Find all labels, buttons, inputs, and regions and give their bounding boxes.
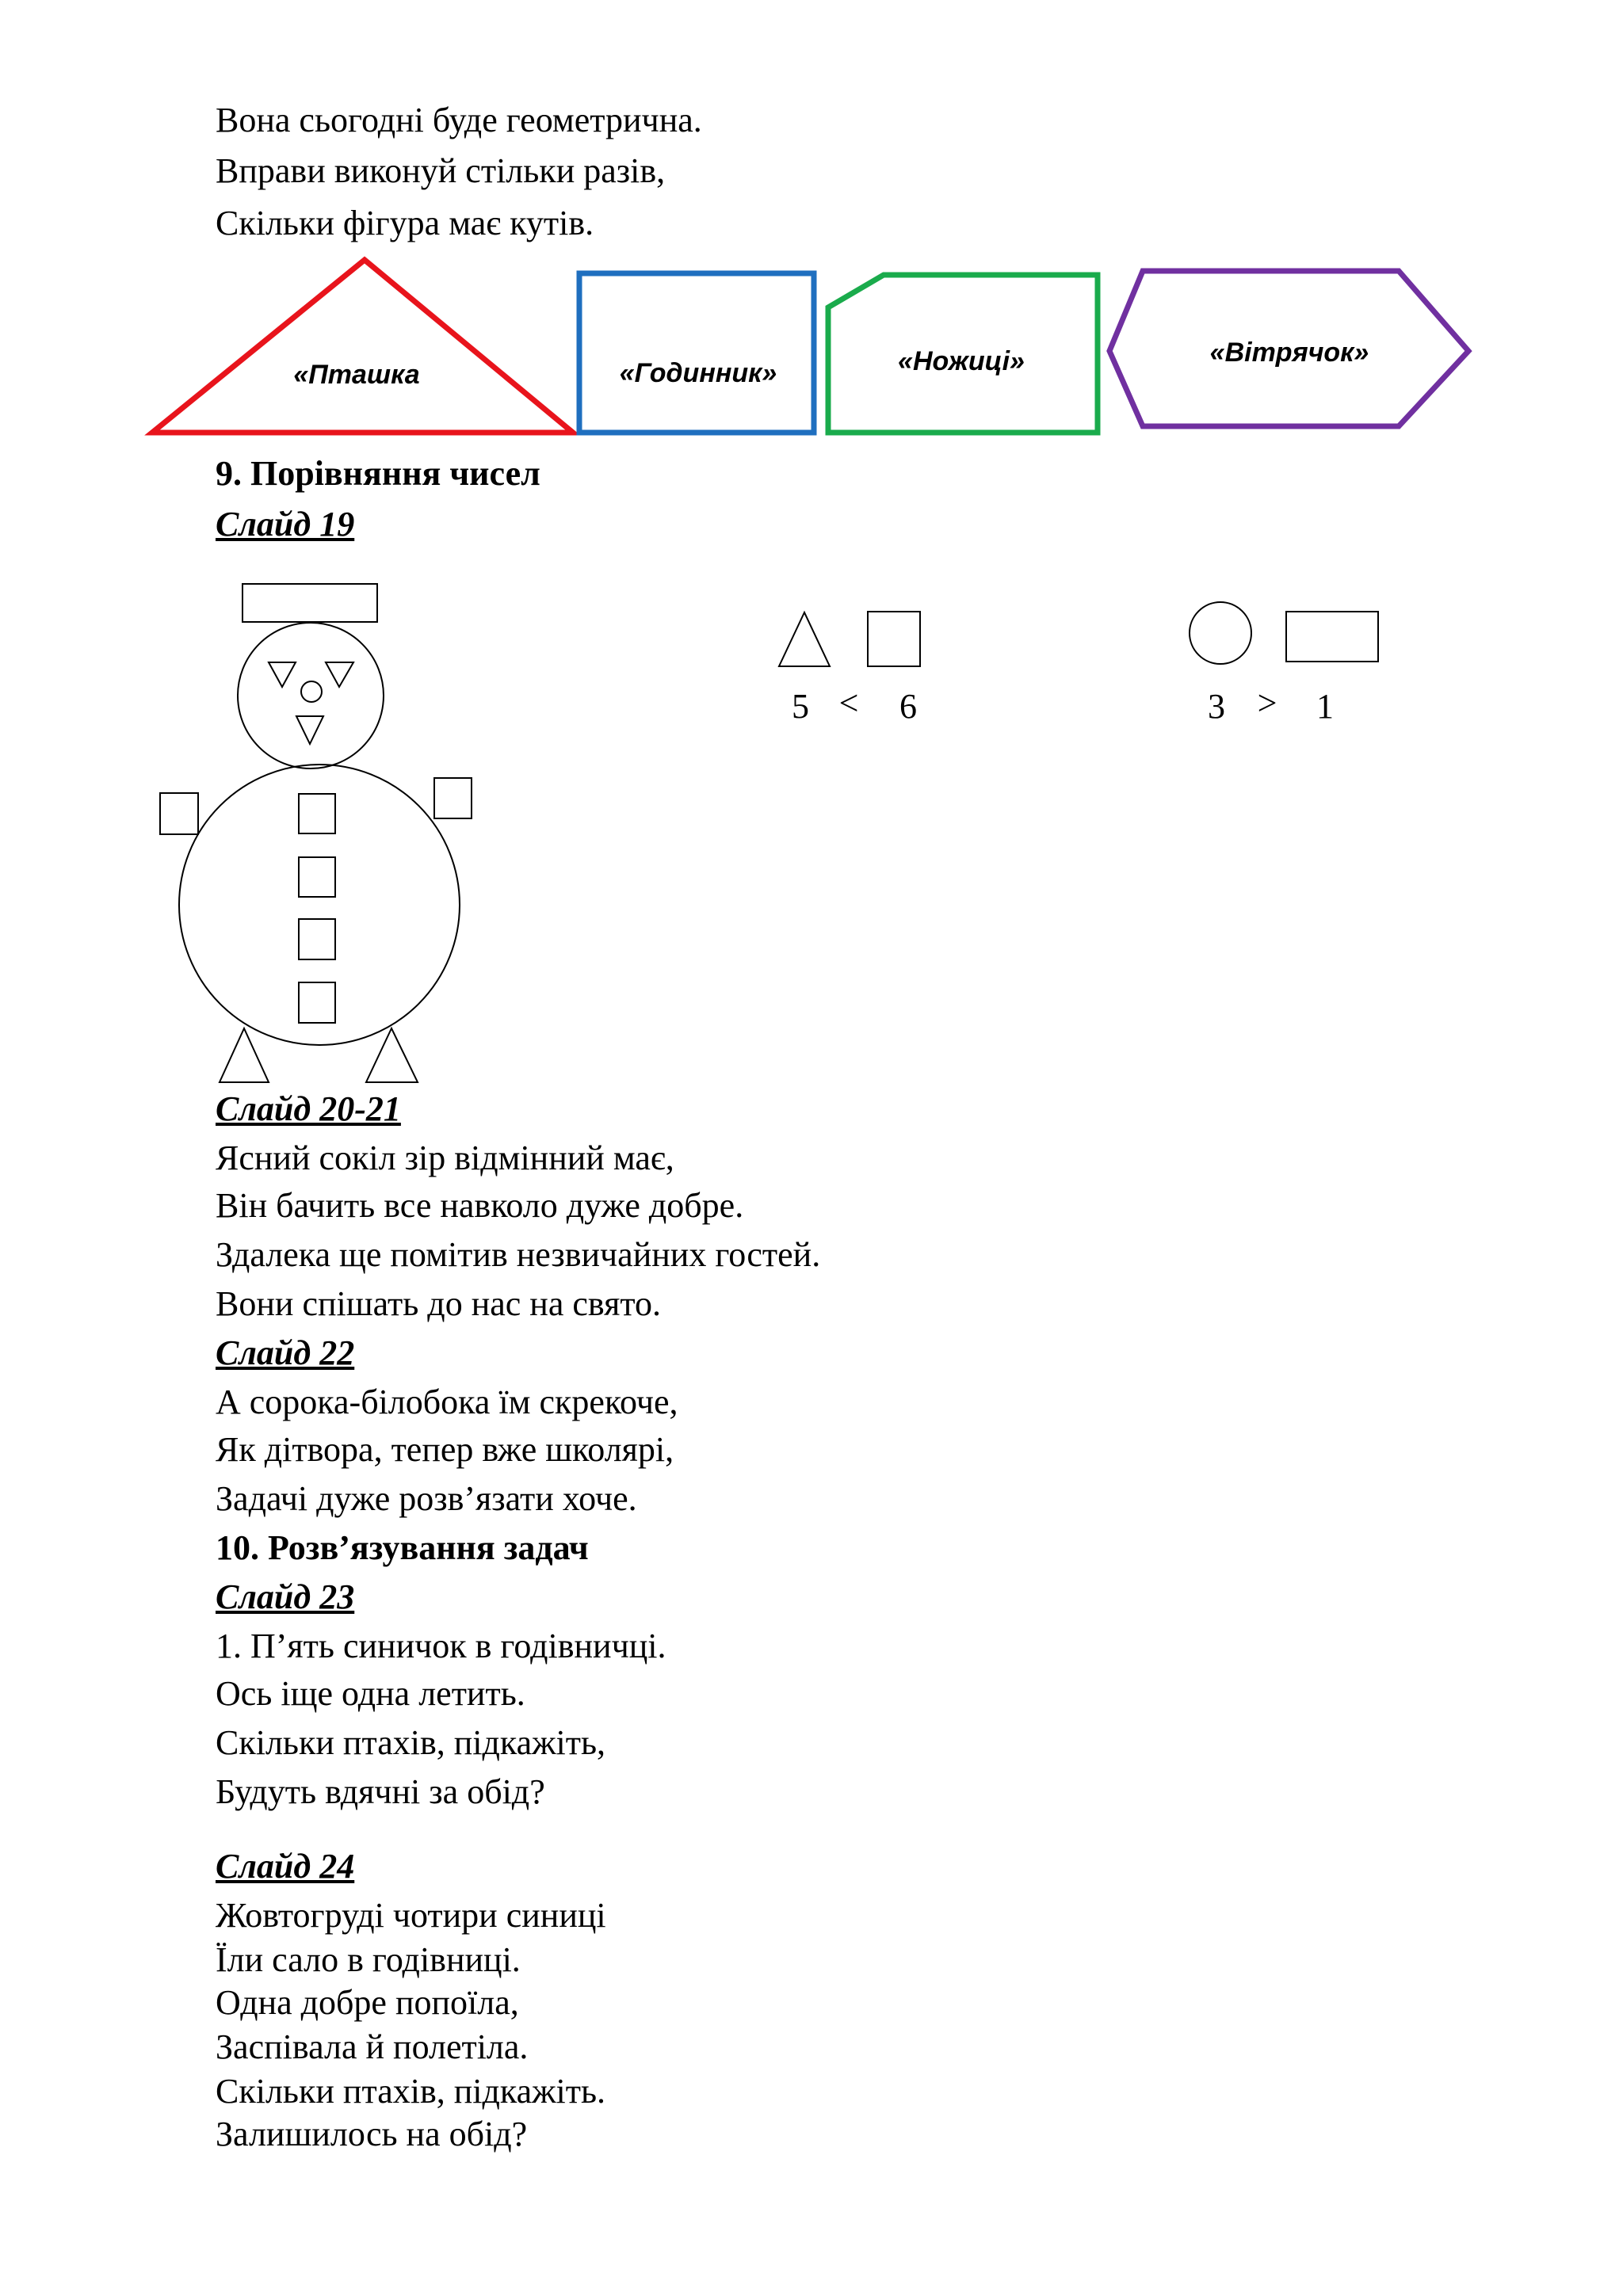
right-hand-square	[433, 777, 472, 819]
slide-22-title: Слайд 22	[216, 1333, 355, 1372]
slide-23-line-3: Скільки птахів, підкажіть,	[216, 1723, 606, 1762]
slide-22-line-1: А сорока-білобока їм скрекоче,	[216, 1383, 678, 1421]
intro-line-3: Скільки фігура має кутів.	[216, 204, 594, 242]
triangle-shape	[144, 256, 581, 436]
pentagon-shape	[825, 272, 1101, 436]
triangle-label: «Пташка	[293, 360, 419, 390]
comparison-rectangle	[1285, 611, 1379, 662]
button-square-2	[298, 856, 336, 898]
hexagon-label: «Вітрячок»	[1210, 338, 1369, 368]
slide-23-line-1: 1. П’ять синичок в годівничці.	[216, 1627, 666, 1665]
slide-24-line-1: Жовтогруді чотири синиці	[216, 1896, 606, 1935]
mouth-triangle	[295, 715, 325, 746]
slide-20-21-title: Слайд 20-21	[216, 1089, 401, 1128]
section-10-title: 10. Розв’язування задач	[216, 1528, 589, 1567]
slide-24-line-2: Їли сало в годівниці.	[216, 1940, 521, 1979]
square-shape	[576, 270, 817, 436]
slide-23-line-4: Будуть вдячні за обід?	[216, 1772, 545, 1811]
slide-24-line-5: Скільки птахів, підкажіть.	[216, 2072, 606, 2111]
comparison-1-sign: <	[839, 684, 859, 723]
eye-right-triangle	[324, 662, 355, 689]
left-hand-square	[159, 792, 199, 835]
button-square-1	[298, 793, 336, 834]
eye-left-triangle	[267, 662, 297, 689]
intro-line-2: Вправи виконуй стільки разів,	[216, 151, 666, 190]
hat-rectangle	[242, 583, 378, 623]
body-circle	[178, 764, 460, 1046]
comparison-2-sign: >	[1258, 684, 1277, 723]
comparison-triangle	[777, 610, 831, 667]
hexagon-shape	[1106, 268, 1472, 429]
comparison-square	[867, 611, 921, 667]
right-foot-triangle	[365, 1026, 419, 1083]
comparison-circle	[1189, 601, 1252, 665]
slide-24-line-3: Одна добре попоїла,	[216, 1983, 519, 2022]
button-square-3	[298, 918, 336, 960]
slide-20-21-line-2: Він бачить все навколо дуже добре.	[216, 1186, 744, 1225]
comparison-2-right: 1	[1316, 687, 1334, 726]
slide-24-title: Слайд 24	[216, 1847, 355, 1886]
slide-20-21-line-3: Здалека ще помітив незвичайних гостей.	[216, 1235, 821, 1274]
button-square-4	[298, 982, 336, 1024]
pentagon-label: «Ножиці»	[898, 346, 1025, 376]
slide-23-title: Слайд 23	[216, 1577, 355, 1616]
comparison-1-right: 6	[899, 687, 917, 726]
slide-24-line-6: Залишилось на обід?	[216, 2115, 528, 2153]
slide-23-line-2: Ось іще одна летить.	[216, 1674, 525, 1713]
slide-20-21-line-4: Вони спішать до нас на свято.	[216, 1284, 661, 1323]
head-circle	[237, 622, 384, 769]
slide-19-title: Слайд 19	[216, 505, 355, 543]
slide-24-line-4: Заспівала й полетіла.	[216, 2027, 529, 2066]
square-label: «Годинник»	[620, 358, 777, 388]
intro-line-1: Вона сьогодні буде геометрична.	[216, 101, 702, 139]
nose-circle	[300, 681, 323, 703]
comparison-2-left: 3	[1208, 687, 1225, 726]
slide-22-line-3: Задачі дуже розв’язати хоче.	[216, 1479, 637, 1518]
left-foot-triangle	[218, 1026, 270, 1083]
comparison-1-left: 5	[792, 687, 809, 726]
section-9-title: 9. Порівняння чисел	[216, 454, 540, 493]
slide-22-line-2: Як дітвора, тепер вже школярі,	[216, 1430, 674, 1469]
slide-20-21-line-1: Ясний сокіл зір відмінний має,	[216, 1138, 674, 1177]
